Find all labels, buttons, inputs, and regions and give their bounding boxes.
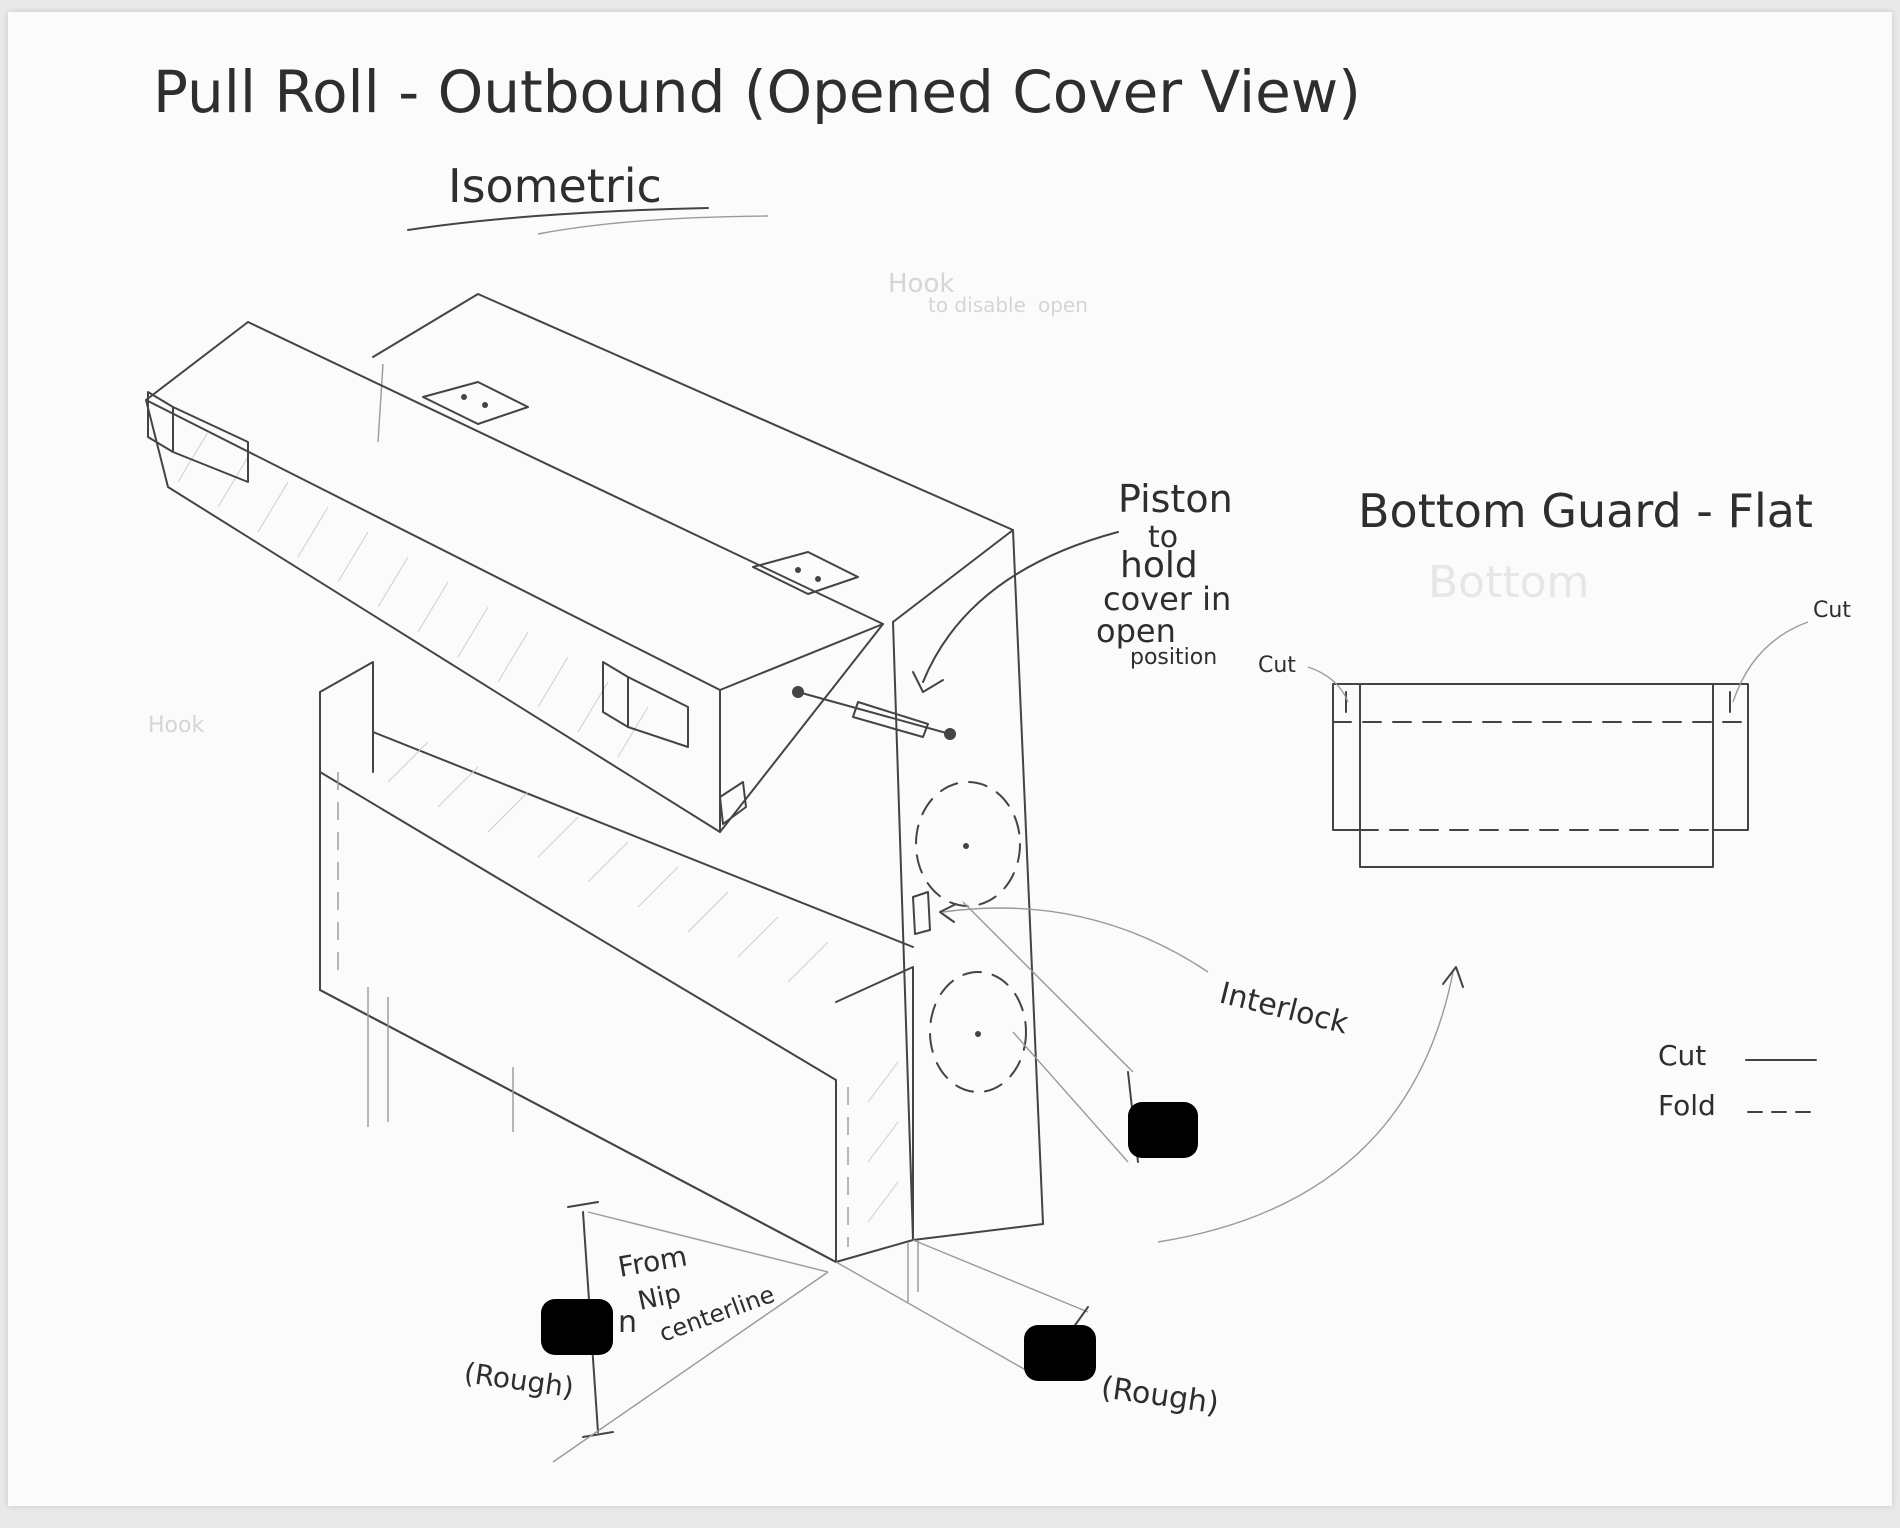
flat-cut-label-right: Cut	[1813, 598, 1851, 623]
flat-cut-leader-left	[1307, 666, 1349, 703]
redacted-dimension-right	[1128, 1102, 1198, 1158]
subtitle: Isometric	[448, 159, 662, 213]
redacted-dimension-left	[541, 1299, 613, 1355]
interlock-arrow	[942, 907, 1209, 973]
piston-label-line3: hold	[1120, 545, 1198, 586]
from-nip-line1: From	[615, 1239, 689, 1284]
from-nip-line2: Nip	[635, 1279, 683, 1317]
isometric-guard	[145, 293, 1139, 1463]
faint-note-hook: Hook	[888, 269, 954, 299]
legend-cut-label: Cut	[1658, 1039, 1706, 1072]
piston-label-line2: to	[1148, 520, 1178, 555]
flat-cut-label-left: Cut	[1258, 653, 1296, 678]
legend: Cut Fold	[1658, 1039, 1819, 1122]
piston-arrow	[922, 531, 1119, 683]
flat-pattern	[1332, 683, 1749, 868]
piston-label-line5: open	[1096, 612, 1176, 650]
interlock-label: Interlock	[1216, 976, 1352, 1042]
flat-cut-leader-right	[1732, 621, 1809, 703]
interlock-callout: Interlock	[939, 903, 1352, 1042]
drawing-sheet: Pull Roll - Outbound (Opened Cover View)…	[8, 12, 1892, 1506]
faint-note-disable: to disable	[928, 293, 1026, 317]
flat-view-title: Bottom Guard - Flat	[1358, 484, 1813, 538]
piston-callout: Piston to hold cover in open position	[912, 477, 1233, 693]
legend-fold-label: Fold	[1658, 1089, 1716, 1122]
sketch-canvas: Pull Roll - Outbound (Opened Cover View)…	[145, 58, 1851, 1463]
faint-note-hook-left: Hook	[148, 713, 204, 738]
rough-label-right: (Rough)	[1099, 1370, 1221, 1421]
redacted-dimension-bottom	[1024, 1325, 1096, 1381]
dimension-unit-fragment: n	[618, 1305, 637, 1340]
piston-label-line4: cover in	[1103, 580, 1231, 618]
faint-note-open: open	[1038, 293, 1088, 317]
title: Pull Roll - Outbound (Opened Cover View)	[153, 58, 1361, 126]
faint-note-bottom: Bottom	[1428, 557, 1589, 608]
piston-label-line1: Piston	[1118, 477, 1233, 521]
piston-label-line6: position	[1130, 645, 1217, 670]
rough-label-left: (Rough)	[462, 1356, 576, 1404]
subtitle-underline	[407, 207, 769, 235]
flat-to-drawing-arrow	[1157, 971, 1454, 1243]
